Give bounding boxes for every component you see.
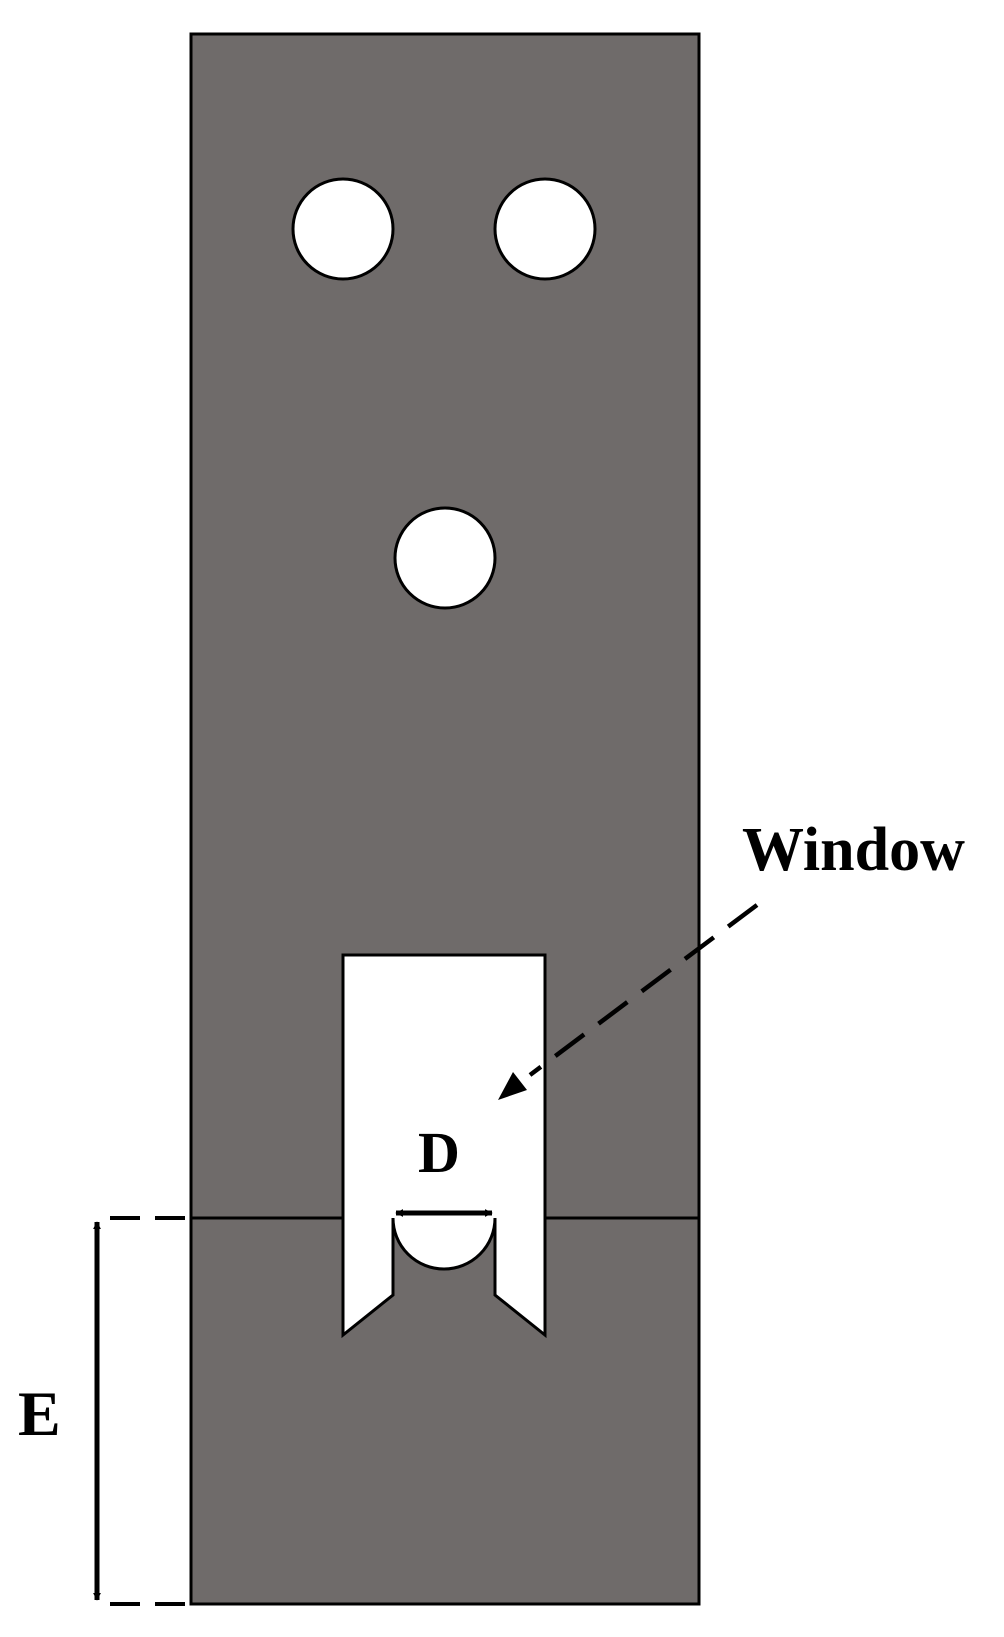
bolt-hole-top-left <box>291 177 395 281</box>
window-cutout <box>341 953 547 1339</box>
window-leader-line <box>528 903 759 1077</box>
d-label: D <box>418 1120 460 1185</box>
window-arrowhead <box>498 1072 527 1100</box>
window-label: Window <box>742 816 965 884</box>
e-label: E <box>18 1378 61 1449</box>
bolt-hole-top-right <box>493 177 597 281</box>
specimen-plate <box>189 32 701 1606</box>
bolt-hole-center <box>393 506 497 610</box>
